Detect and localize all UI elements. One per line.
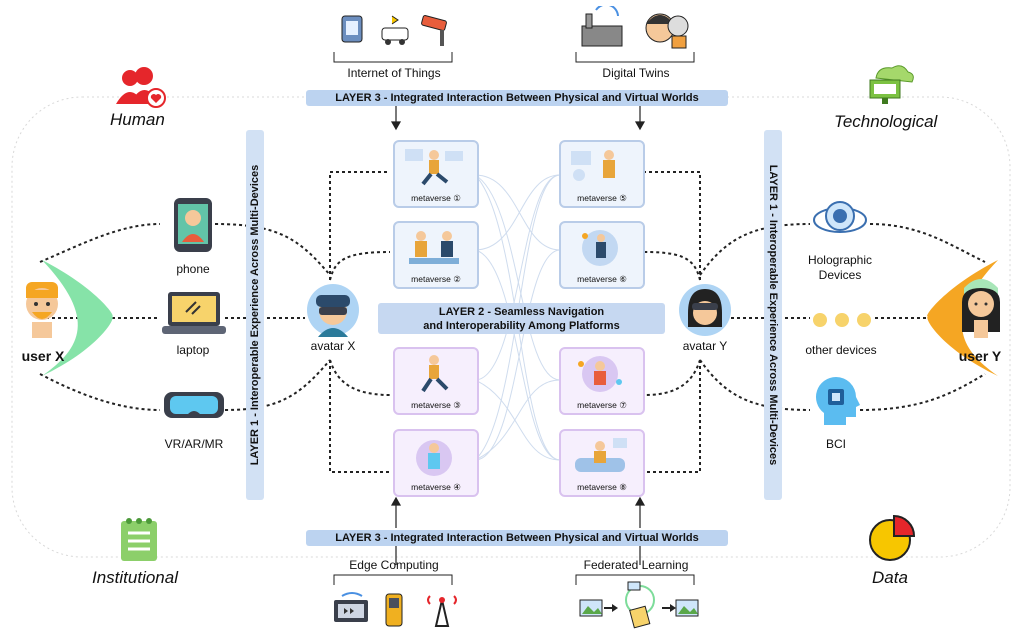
metaverse-card-3[interactable]: metaverse ③ (393, 347, 479, 415)
metaverse-6-label: metaverse ⑥ (577, 274, 627, 284)
layer1-left-banner: LAYER 1 - Interoperable Experience Acros… (246, 130, 264, 500)
data-icon (866, 512, 918, 564)
metaverse-card-8[interactable]: metaverse ⑧ (559, 429, 645, 497)
layer2-banner: LAYER 2 - Seamless Navigation and Intero… (378, 303, 665, 334)
holo-screen-scene-icon (571, 150, 615, 181)
runner-scene-icon (405, 149, 463, 186)
edge-computing-icons (330, 590, 458, 630)
avatar-x-label: avatar X (310, 339, 356, 353)
iot-icons (336, 8, 454, 50)
technological-icon (866, 62, 916, 106)
corner-institutional-label: Institutional (92, 568, 178, 587)
layer2-line2: and Interoperability Among Platforms (423, 320, 620, 332)
metaverse-2-label: metaverse ② (411, 274, 461, 284)
layer1-right-text: LAYER 1 - Interoperable Experience Acros… (767, 164, 779, 466)
holographic-device-icon (812, 196, 868, 242)
space-scene-icon (578, 356, 622, 392)
iot-label: Internet of Things (347, 66, 441, 80)
edge-computing-label: Edge Computing (349, 558, 439, 572)
vr-headset-icon (160, 384, 228, 424)
digital-twins-icons (576, 3, 694, 52)
avatar-y-icon (678, 283, 732, 337)
user-y-avatar (956, 272, 1006, 342)
holographic-line1: Holographic (807, 253, 873, 267)
corner-human-label: Human (110, 110, 165, 129)
holographic-line2: Devices (818, 268, 862, 282)
corner-technological-label: Technological (834, 112, 938, 131)
digital-twins-label: Digital Twins (602, 66, 670, 80)
user-x-arc (42, 260, 113, 376)
laptop-icon (160, 290, 228, 336)
metaverse-5-label: metaverse ⑤ (577, 193, 627, 203)
laptop-label: laptop (176, 343, 210, 357)
other-devices-label: other devices (805, 343, 877, 357)
metaverse-card-2[interactable]: metaverse ② (393, 221, 479, 289)
vr-label: VR/AR/MR (164, 437, 224, 451)
bci-icon (812, 375, 860, 427)
factory-twin-people-icon (581, 3, 689, 49)
metaverse-card-6[interactable]: metaverse ⑥ (559, 221, 645, 289)
human-icon (112, 66, 172, 110)
avatar-x-icon (306, 283, 360, 337)
meeting-scene-icon (409, 231, 459, 264)
metaverse-card-7[interactable]: metaverse ⑦ (559, 347, 645, 415)
federated-learning-label: Federated Learning (583, 558, 689, 572)
avatar-y-label: avatar Y (682, 339, 728, 353)
metaverse-card-1[interactable]: metaverse ① (393, 140, 479, 208)
dashboard-scene-icon (575, 438, 627, 472)
metaverse-4-label: metaverse ④ (411, 482, 461, 492)
corner-data-label: Data (872, 568, 908, 587)
layer3-top-banner: LAYER 3 - Integrated Interaction Between… (306, 90, 728, 106)
user-y-label: user Y (958, 348, 1002, 364)
layer1-right-banner: LAYER 1 - Interoperable Experience Acros… (764, 130, 782, 500)
user-x-label: user X (21, 348, 65, 364)
vr-user-scene-icon (416, 440, 452, 476)
federated-learning-icons (576, 578, 702, 632)
institutional-icon (118, 515, 160, 563)
phone-icon (172, 196, 214, 254)
holographic-label: Holographic Devices (800, 253, 880, 283)
smartwatch-car-camera-icon (341, 15, 447, 46)
metaverse-card-5[interactable]: metaverse ⑤ (559, 140, 645, 208)
metaverse-3-label: metaverse ③ (411, 400, 461, 410)
metaverse-card-4[interactable]: metaverse ④ (393, 429, 479, 497)
laptop-phone-antenna-icon (334, 592, 457, 627)
metaverse-7-label: metaverse ⑦ (577, 400, 627, 410)
user-x-avatar (18, 280, 66, 340)
layer3-bottom-banner: LAYER 3 - Integrated Interaction Between… (306, 530, 728, 546)
image-share-cycle-icon (579, 581, 699, 629)
metaverse-8-label: metaverse ⑧ (577, 482, 627, 492)
other-devices-dots-icon (812, 310, 872, 330)
runner-purple-scene-icon (421, 355, 449, 393)
phone-label: phone (176, 262, 210, 276)
planet-scene-icon (582, 230, 618, 266)
layer2-line1: LAYER 2 - Seamless Navigation (438, 306, 605, 318)
layer1-left-text: LAYER 1 - Interoperable Experience Acros… (249, 164, 261, 466)
metaverse-1-label: metaverse ① (411, 193, 461, 203)
bci-label: BCI (825, 437, 846, 451)
